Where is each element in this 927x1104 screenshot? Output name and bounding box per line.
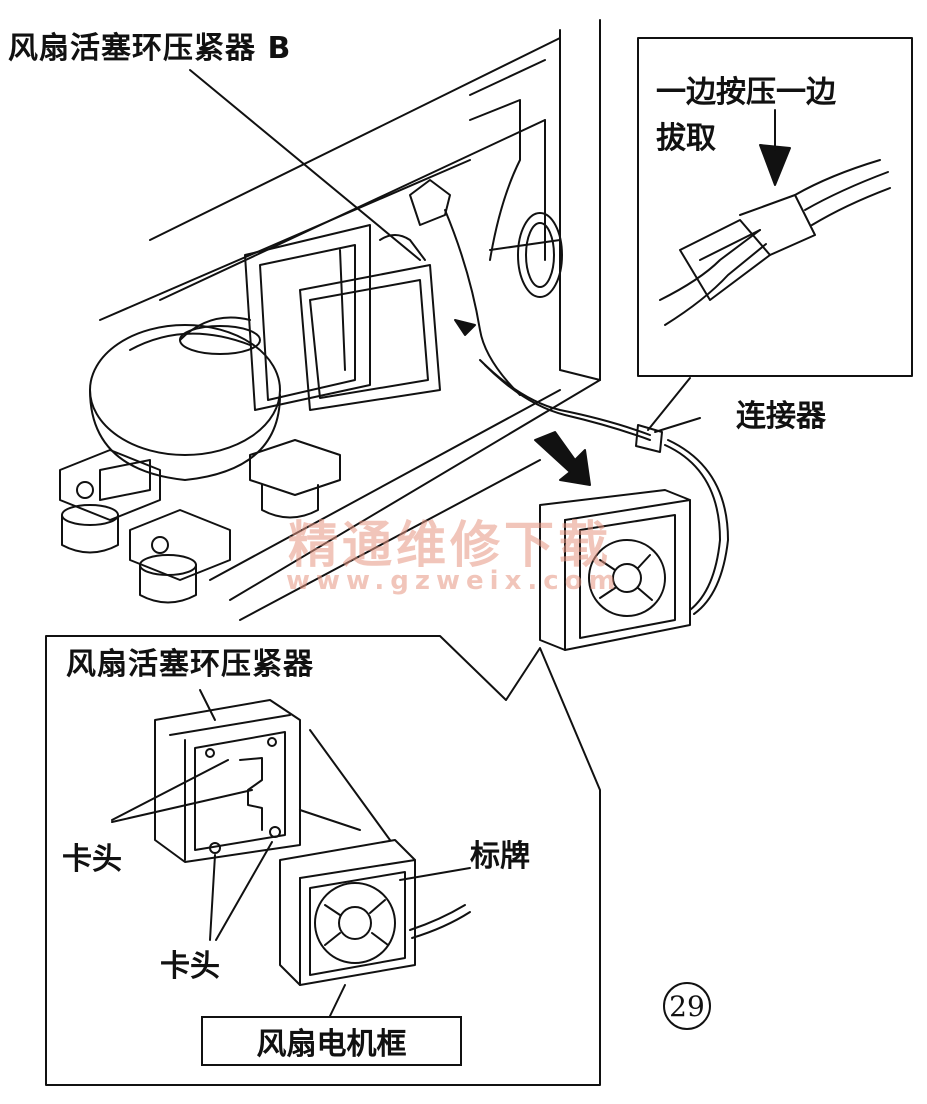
leader-fan-cover-b <box>189 69 421 261</box>
wire-harness <box>479 359 729 615</box>
latch-label-top: 卡头 <box>62 842 122 877</box>
latch-label-bottom: 卡头 <box>160 949 220 984</box>
condenser-tubing <box>179 99 521 411</box>
fan-cover-label: 风扇活塞环压紧器 <box>66 647 314 682</box>
nameplate-label: 标牌 <box>470 839 530 874</box>
fan-cover-b-label: 风扇活塞环压紧器 B <box>8 31 292 66</box>
inset-instruction-line2: 拔取 <box>656 121 716 156</box>
callout-leaders <box>111 689 471 1017</box>
fridge-panel <box>99 19 601 621</box>
fan-motor-frame-text: 风扇电机框 <box>256 1027 407 1062</box>
removal-arrow <box>534 431 591 486</box>
exploded-view-frame <box>45 635 601 1086</box>
mounted-fan <box>539 489 691 651</box>
figure-number: 29 <box>663 982 711 1030</box>
watermark-text: 精通维修下载 <box>288 515 612 574</box>
fan-motor-part <box>279 729 471 986</box>
compressor <box>59 324 341 604</box>
inset-connector-detail <box>637 37 913 377</box>
fan-cover-part <box>154 699 301 863</box>
connector-label: 连接器 <box>736 399 826 434</box>
fan-motor-frame-label: 风扇电机框 <box>201 1016 462 1066</box>
figure-number-text: 29 <box>669 989 705 1023</box>
inset-instruction-line1: 一边按压一边 <box>656 75 836 110</box>
watermark-url: www.gzweix.com <box>286 566 622 596</box>
